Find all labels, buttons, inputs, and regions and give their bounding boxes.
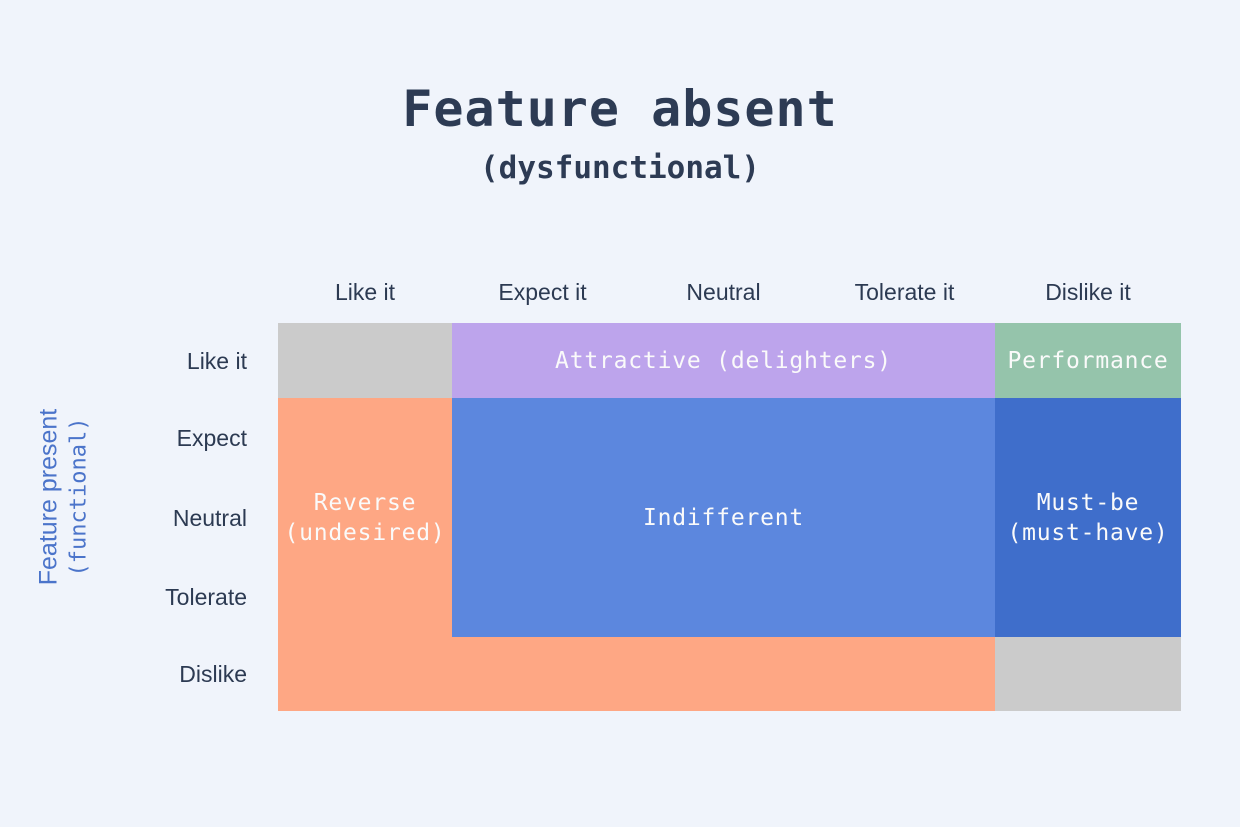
x-axis-subtitle: (dysfunctional) (480, 150, 760, 186)
region-questionable-top-left (278, 323, 452, 398)
region-questionable-bottom-right (995, 637, 1181, 711)
row-header-tolerate: Tolerate (165, 584, 247, 610)
region-reverse-horizontal (452, 637, 995, 711)
region-performance: Performance (995, 323, 1181, 398)
region-must-be: Must-be (must-have) (995, 398, 1181, 637)
row-header-like-it: Like it (186, 348, 247, 374)
row-header-expect: Expect (176, 425, 247, 451)
region-indifferent-label: Indifferent (642, 504, 805, 531)
column-header-expect-it: Expect it (498, 279, 587, 305)
region-indifferent: Indifferent (452, 398, 995, 637)
region-performance-label: Performance (1007, 347, 1169, 374)
region-must-be-label-line1: Must-be (1036, 489, 1140, 516)
region-reverse-vertical (278, 398, 452, 711)
row-header-neutral: Neutral (172, 505, 247, 531)
region-attractive: Attractive (delighters) (452, 323, 995, 398)
column-header-neutral: Neutral (686, 279, 761, 305)
column-header-tolerate-it: Tolerate it (854, 279, 955, 305)
x-axis-title: Feature absent (402, 80, 838, 138)
region-reverse-label-line2: (undesired) (284, 519, 446, 546)
row-header-dislike: Dislike (179, 661, 247, 687)
region-must-be-label-line2: (must-have) (1007, 519, 1169, 546)
region-reverse-label-line1: Reverse (313, 489, 417, 516)
region-attractive-label: Attractive (delighters) (555, 347, 892, 374)
kano-matrix: Attractive (delighters) Performance Indi… (278, 323, 1181, 711)
column-header-dislike-it: Dislike it (1045, 279, 1131, 305)
column-header-like-it: Like it (334, 279, 396, 305)
region-reverse-label: Reverse (undesired) (278, 398, 452, 637)
